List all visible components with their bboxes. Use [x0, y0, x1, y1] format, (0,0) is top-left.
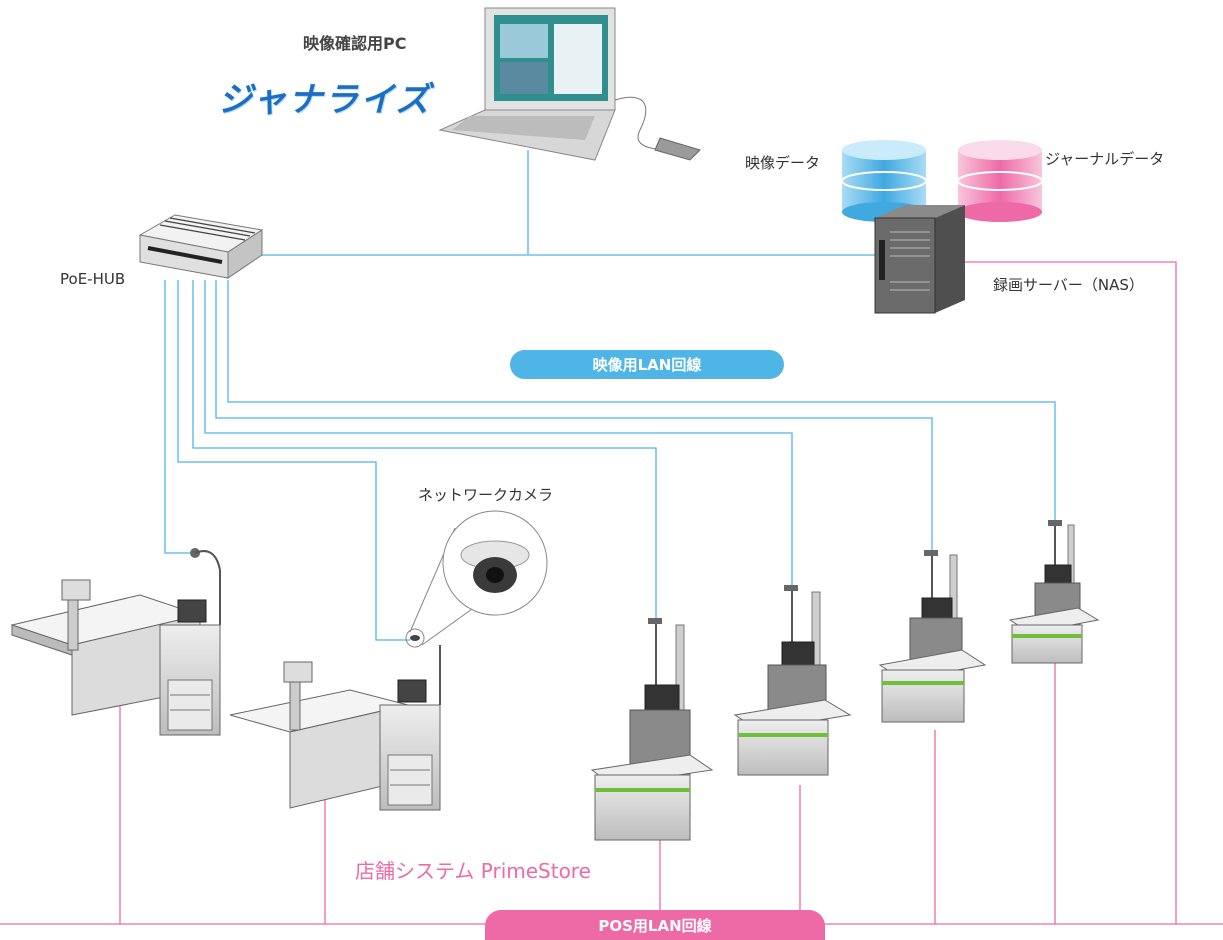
- video-lan-lines: [164, 150, 1056, 641]
- video-data-label: 映像データ: [745, 154, 821, 172]
- journal-data-label: ジャーナルデータ: [1045, 150, 1165, 168]
- self-checkout-1-icon: [590, 618, 714, 841]
- register-counter-1-icon: [10, 548, 221, 736]
- nas-label: 録画サーバー（NAS）: [993, 276, 1144, 294]
- nas-server-icon: [874, 205, 965, 314]
- pos-lan-badge: POS用LAN回線: [485, 910, 825, 940]
- poe-hub-label: PoE-HUB: [60, 270, 126, 288]
- self-checkout-2-icon: [733, 585, 852, 776]
- register-counter-2-icon: [229, 645, 441, 811]
- video-lan-badge: 映像用LAN回線: [510, 350, 784, 379]
- journal-data-cylinder-icon: [957, 140, 1043, 222]
- pc-title-label: 映像確認用PC: [303, 34, 407, 53]
- network-camera-label: ネットワークカメラ: [418, 486, 554, 504]
- self-checkout-3-icon: [878, 550, 987, 723]
- janalize-logo: ジャナライズ: [218, 80, 432, 120]
- self-checkout-4-icon: [1008, 520, 1100, 664]
- store-system-label: 店舗システム PrimeStore: [355, 859, 591, 883]
- laptop-icon: [438, 7, 701, 161]
- poe-hub-icon: [138, 214, 264, 279]
- video-data-cylinder-icon: [841, 140, 927, 222]
- network-camera-icon: [405, 510, 548, 648]
